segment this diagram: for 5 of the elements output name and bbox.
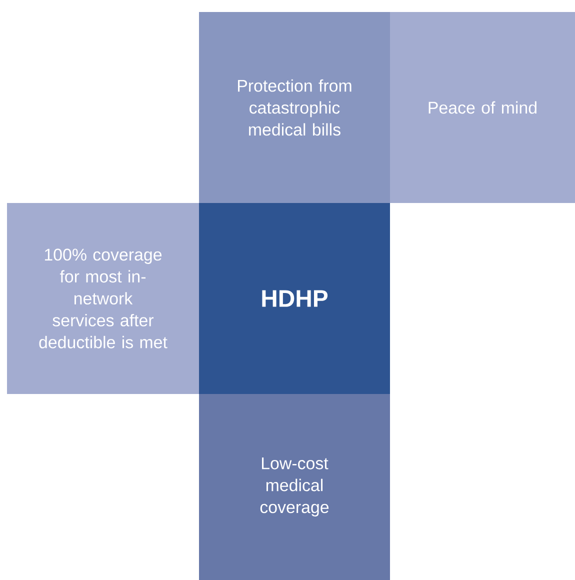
label-square: Protection from catastrophic medical bills <box>199 12 390 203</box>
label-square: Peace of mind <box>390 12 575 203</box>
label-square: Low-cost medical coverage <box>199 394 390 580</box>
label-square: 100% coverage for most in-network services after deductible is met <box>7 203 199 394</box>
label-square: HDHP <box>199 203 390 394</box>
